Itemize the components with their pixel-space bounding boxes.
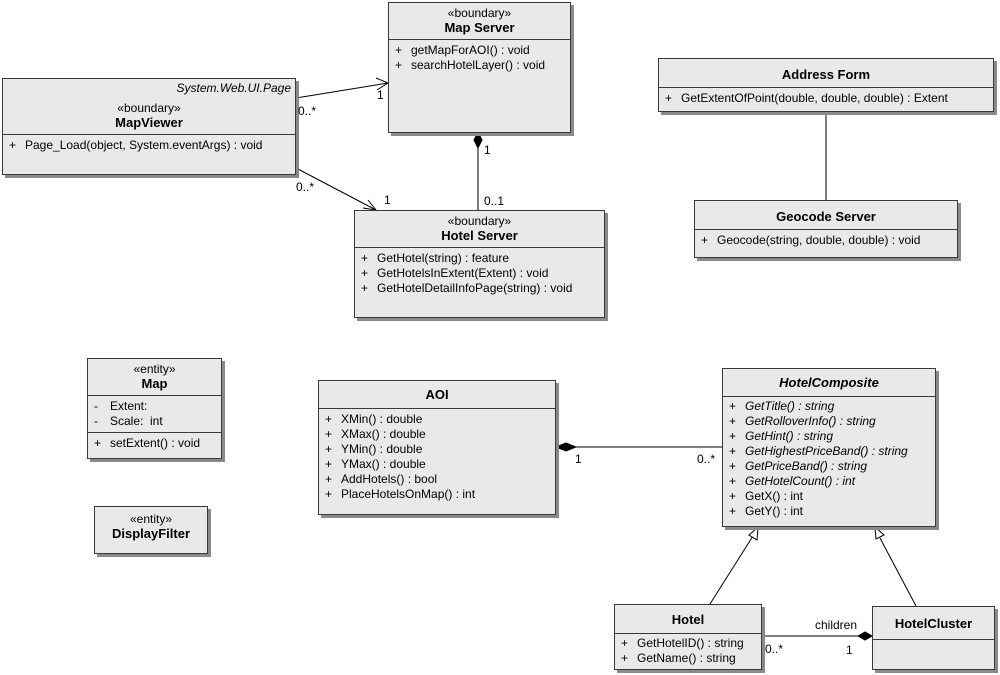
class-map-server[interactable]: «boundary» Map Server +getMapForAOI() : … — [388, 2, 571, 133]
operation: +YMax() : double — [325, 457, 426, 471]
multiplicity-label: 0..* — [296, 180, 315, 194]
attribute: -Scale: int — [94, 414, 163, 428]
class-name: Map — [141, 376, 168, 391]
generalization-hotel — [709, 535, 754, 605]
diamond-mapserver — [473, 130, 483, 150]
multiplicity-label: 0..* — [298, 104, 317, 118]
class-name: DisplayFilter — [111, 526, 191, 541]
operation: +XMin() : double — [325, 412, 423, 426]
operations-compartment: +GetHotel(string) : feature +GetHotelsIn… — [355, 248, 604, 299]
class-geocode-server[interactable]: Geocode Server +Geocode(string, double, … — [694, 200, 958, 258]
multiplicity-label: 0..* — [697, 452, 716, 466]
class-name: MapViewer — [115, 115, 183, 130]
role-label: children — [815, 618, 858, 632]
operation: +GetExtentOfPoint(double, double, double… — [665, 91, 948, 105]
operations-compartment: +GetExtentOfPoint(double, double, double… — [659, 88, 993, 109]
class-name: Address Form — [781, 67, 871, 82]
generalization-head-hotel — [748, 525, 759, 541]
generalization-head-hotelcluster — [874, 525, 885, 540]
operation: +GetHotelCount() : int — [729, 474, 856, 488]
class-name: Geocode Server — [776, 209, 876, 224]
operation: +setExtent() : void — [94, 436, 201, 450]
multiplicity-label: 1 — [377, 88, 384, 102]
operation: +AddHotels() : bool — [325, 472, 438, 486]
operation: +GetHotelID() : string — [621, 636, 744, 650]
class-hotelcomposite[interactable]: HotelComposite +GetTitle() : string +Get… — [722, 368, 936, 527]
attributes-compartment: -Extent: -Scale: int — [88, 396, 221, 433]
operations-compartment: +getMapForAOI() : void +searchHotelLayer… — [389, 40, 570, 76]
class-name: HotelComposite — [779, 375, 879, 390]
operation: +GetHighestPriceBand() : string — [729, 444, 908, 458]
generalization-hotelcluster — [879, 537, 917, 607]
class-name: Map Server — [444, 20, 515, 35]
class-map-entity[interactable]: «entity» Map -Extent: -Scale: int +setEx… — [87, 358, 222, 459]
diamond-aoi — [554, 442, 578, 452]
operation: +GetTitle() : string — [729, 399, 835, 413]
stereotype: «entity» — [133, 362, 176, 376]
multiplicity-label: 0..1 — [484, 194, 505, 208]
class-aoi[interactable]: AOI +XMin() : double +XMax() : double +Y… — [318, 380, 556, 515]
operation: +GetPriceBand() : string — [729, 459, 868, 473]
assoc-mapviewer-mapserver — [295, 82, 389, 99]
operation: +XMax() : double — [325, 427, 426, 441]
class-mapviewer[interactable]: System.Web.UI.Page «boundary» MapViewer … — [2, 78, 296, 175]
operations-compartment: +Page_Load(object, System.eventArgs) : v… — [3, 135, 295, 156]
assoc-mapviewer-hotelserver — [295, 167, 377, 211]
operation: +GetX() : int — [729, 489, 804, 503]
operation: +GetY() : int — [729, 504, 804, 518]
class-displayfilter[interactable]: «entity» DisplayFilter — [94, 506, 208, 554]
operations-compartment: +setExtent() : void — [88, 433, 221, 454]
class-hotel-server[interactable]: «boundary» Hotel Server +GetHotel(string… — [354, 210, 605, 318]
stereotype: «boundary» — [447, 214, 512, 228]
operation: +YMin() : double — [325, 442, 423, 456]
class-hotelcluster[interactable]: HotelCluster — [872, 606, 995, 670]
attribute: -Extent: — [94, 399, 148, 413]
operations-compartment: +XMin() : double +XMax() : double +YMin(… — [319, 409, 555, 505]
diamond-hotelcluster — [856, 631, 874, 641]
multiplicity-label: 1 — [384, 193, 391, 207]
class-hotel[interactable]: Hotel +GetHotelID() : string +GetName() … — [614, 604, 762, 670]
operation: +GetHint() : string — [729, 429, 834, 443]
class-name: Hotel Server — [441, 228, 518, 243]
operation: +Geocode(string, double, double) : void — [701, 233, 921, 247]
stereotype: «boundary» — [447, 6, 512, 20]
multiplicity-label: 0..* — [765, 642, 784, 656]
operations-compartment: +GetTitle() : string +GetRolloverInfo() … — [723, 397, 935, 522]
class-address-form[interactable]: Address Form +GetExtentOfPoint(double, d… — [658, 58, 994, 112]
operation: +searchHotelLayer() : void — [395, 58, 546, 72]
operation: +GetName() : string — [621, 651, 736, 665]
operation: +getMapForAOI() : void — [395, 43, 530, 57]
operation: +GetRolloverInfo() : string — [729, 414, 876, 428]
stereotype: «entity» — [129, 512, 173, 526]
multiplicity-label: 1 — [575, 452, 582, 466]
class-name: HotelCluster — [894, 616, 973, 631]
operation: +GetHotel(string) : feature — [361, 251, 510, 265]
multiplicity-label: 1 — [484, 143, 491, 157]
operation: +GetHotelsInExtent(Extent) : void — [361, 266, 549, 280]
operation: +GetHotelDetailInfoPage(string) : void — [361, 281, 573, 295]
operation: +Page_Load(object, System.eventArgs) : v… — [9, 138, 263, 152]
class-name: AOI — [425, 387, 449, 402]
class-name: Hotel — [671, 612, 705, 627]
operations-compartment: +GetHotelID() : string +GetName() : stri… — [615, 634, 761, 669]
operations-compartment: +Geocode(string, double, double) : void — [695, 230, 957, 251]
stereotype: «boundary» — [117, 101, 181, 115]
package-name: System.Web.UI.Page — [176, 81, 292, 95]
multiplicity-label: 1 — [846, 643, 853, 657]
operation: +PlaceHotelsOnMap() : int — [325, 487, 476, 501]
